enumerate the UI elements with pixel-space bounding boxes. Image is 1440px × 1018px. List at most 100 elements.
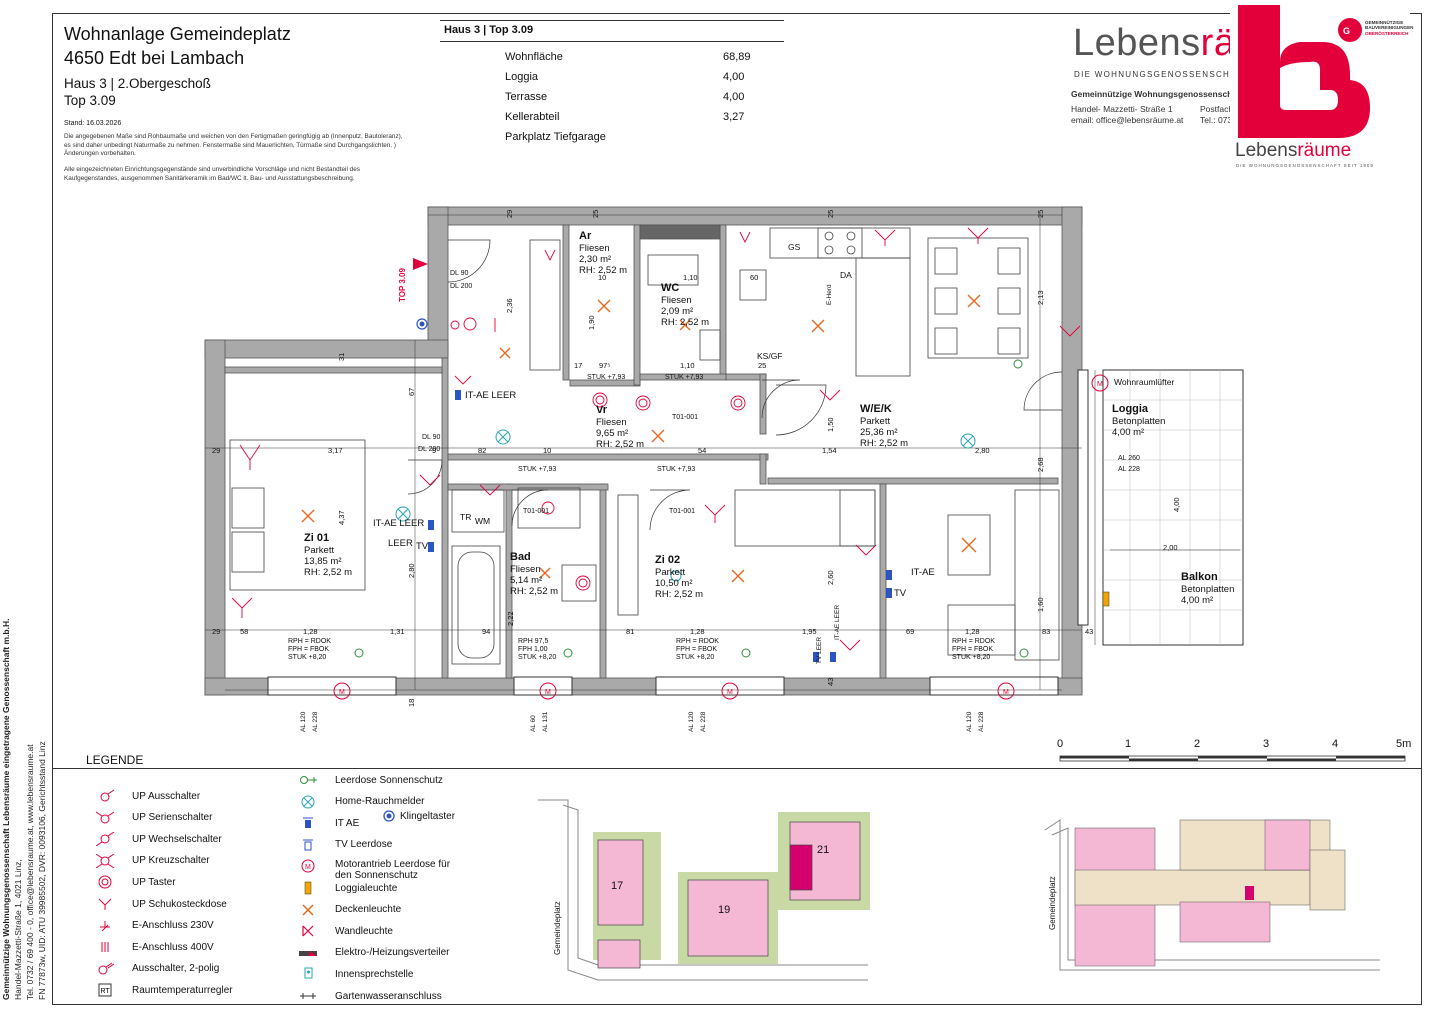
legend-item: E-Anschluss 230V [92, 916, 214, 936]
tr-label: TR [460, 512, 472, 522]
stuk-label: STUK +7,93 [587, 374, 626, 381]
legend-label: Deckenleuchte [335, 904, 402, 916]
legend-label: Ausschalter, 2-polig [132, 963, 220, 975]
stuk-text: STUK +8,20 [288, 654, 327, 661]
room-floor: Parkett [655, 567, 686, 578]
tv-label: TV [416, 541, 429, 552]
loggia-light-icon [1102, 591, 1110, 607]
company-contact: Postfach 2 Tel.: 0732 [1200, 104, 1240, 126]
legend-symbol-icon [92, 937, 118, 957]
project-title: Wohnanlage Gemeindeplatz 4650 Edt bei La… [64, 22, 291, 70]
dim-label: 25 [758, 361, 767, 370]
balcony-tiles [1103, 370, 1243, 645]
wohnraumluefter-label: Wohnraumlüfter [1114, 377, 1175, 387]
legend-label: Gartenwasseranschluss [335, 990, 442, 1002]
door-code-label: T01-001 [672, 414, 699, 421]
stuk-label: STUK +7,93 [518, 466, 557, 473]
electrical-symbols [231, 227, 1081, 651]
leer-label: LEER [388, 538, 413, 549]
area-table-heading: Haus 3 | Top 3.09 [440, 20, 784, 42]
dim-label: 54 [698, 446, 707, 455]
dim-label: 4,37 [337, 510, 346, 525]
window-al-label: AL 120 [688, 711, 695, 732]
dim-label: 29 [505, 209, 514, 218]
legend-label: TV Leerdose [335, 839, 393, 851]
klingeltaster-icon [383, 810, 395, 822]
legend-symbol-icon: RT [92, 980, 118, 1000]
badge-line-3: OBERÖSTERREICH [1365, 30, 1409, 36]
room-area: 2,09 m² [661, 306, 694, 317]
svg-text:M: M [545, 689, 551, 696]
legend-symbol-icon [92, 872, 118, 892]
dim-label: 82 [478, 446, 487, 455]
title-line-2: 4650 Edt bei Lambach [64, 48, 245, 68]
legend-symbol-icon: M [295, 856, 321, 876]
window-al-label: AL 60 [530, 715, 537, 732]
room-name: W/E/K [860, 403, 892, 415]
room-name: Balkon [1181, 571, 1218, 583]
window-al-label: AL 120 [300, 711, 307, 732]
legend-label: Wandleuchte [335, 925, 393, 937]
legend-symbol-icon [295, 878, 321, 898]
area-label: Loggia [505, 71, 539, 83]
dim-label: 83 [1042, 627, 1051, 636]
building-overview-map [1044, 819, 1380, 971]
top-label: TOP 3.09 [398, 268, 407, 302]
dim-label: 2,00 [1163, 543, 1178, 552]
dim-label: 31 [337, 352, 346, 361]
dl-label: DL 90 [450, 270, 469, 277]
legend-item: UP Serienschalter [92, 808, 212, 828]
dim-label: 2,36 [505, 298, 514, 313]
legend-symbol-icon [295, 964, 321, 984]
legend-item: Elektro-/Heizungsverteiler [295, 943, 450, 963]
legend-item: IT AE [295, 813, 359, 833]
legend-item: UP Schukosteckdose [92, 894, 227, 914]
dim-label: 81 [626, 627, 635, 636]
legend-symbol-icon [295, 813, 321, 833]
room-name: Ar [579, 230, 592, 242]
dim-label: 9 [432, 446, 437, 455]
window-al-label: AL 228 [312, 711, 319, 732]
legend-title: LEGENDE [86, 753, 144, 767]
da-label: DA [840, 270, 852, 280]
window-al-label: AL 131 [542, 711, 549, 732]
legend-label: Raumtemperaturregler [132, 984, 233, 996]
legend-item: Wandleuchte [295, 921, 393, 941]
room-name: WC [661, 282, 680, 294]
door-code-label: T01-001 [523, 508, 550, 515]
legend-label: E-Anschluss 400V [132, 941, 214, 953]
stuk-label: STUK +7,93 [665, 374, 704, 381]
it-ae-label: IT-AE [911, 567, 935, 578]
brand-name: Lebensräume [1235, 140, 1351, 162]
legend-divider [52, 768, 1422, 1006]
legend-label: Elektro-/Heizungsverteiler [335, 947, 450, 959]
rph-text: RPH = RDOK [288, 638, 331, 645]
top-marker-icon [413, 258, 428, 270]
legend-label: Innensprechstelle [335, 968, 414, 980]
street-label: Gemeindeplatz [553, 901, 562, 955]
company-postfach: Postfach 2 [1200, 104, 1241, 114]
legend-label: UP Serienschalter [132, 812, 213, 824]
subtitle-line-1: Haus 3 | 2.Obergeschoß [64, 76, 211, 91]
area-label: Kellerabteil [505, 111, 560, 123]
dim-label: 10 [598, 273, 607, 282]
legend-symbol-icon [92, 808, 118, 828]
legend-symbol-icon [92, 786, 118, 806]
company-name: Gemeinnützige Wohnungsgenossenschaft [1071, 89, 1243, 99]
legend-label: UP Schukosteckdose [132, 898, 227, 910]
company-email: email: office@lebensräume.at [1071, 115, 1184, 125]
room-floor: Fliesen [510, 564, 541, 575]
dim-label: 60 [750, 273, 759, 282]
dim-label: 1,90 [587, 315, 596, 330]
subtitle-line-2: Top 3.09 [64, 93, 116, 108]
sheet-frame [52, 13, 1422, 1005]
door-code-label: T01-001 [669, 508, 696, 515]
legend-item: UP Kreuzschalter [92, 851, 210, 871]
legend-item: Ausschalter, 2-polig [92, 959, 219, 979]
legend-item: Home-Rauchmelder [295, 792, 424, 812]
